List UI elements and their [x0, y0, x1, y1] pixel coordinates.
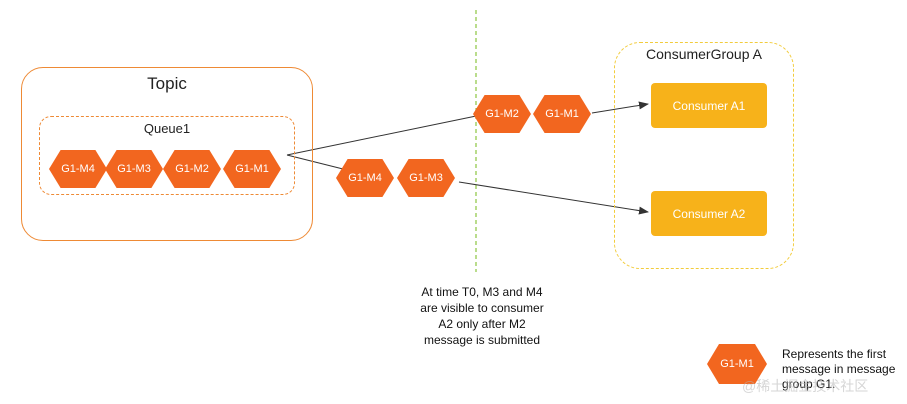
topic-container — [21, 67, 313, 241]
consumer-a1-box: Consumer A1 — [651, 83, 767, 128]
flight-message-g1-m4: G1-M4 — [336, 159, 394, 197]
visibility-note: At time T0, M3 and M4 are visible to con… — [420, 285, 544, 347]
flight-message-g1-m3: G1-M3 — [397, 159, 455, 197]
queue-to-a2-arrow — [286, 154, 348, 171]
queue-to-a1-arrow — [286, 114, 482, 156]
queue-message-g1-m4: G1-M4 — [49, 150, 107, 188]
flight-message-g1-m2: G1-M2 — [473, 95, 531, 133]
topic-title: Topic — [147, 74, 187, 93]
queue-message-g1-m3: G1-M3 — [105, 150, 163, 188]
to-consumer-a1-arrow — [591, 101, 649, 114]
legend-text: Represents the first message in message … — [782, 347, 896, 391]
queue-message-g1-m2: G1-M2 — [163, 150, 221, 188]
queue-container — [39, 116, 295, 195]
queue-message-g1-m1: G1-M1 — [223, 150, 281, 188]
consumer-group-title: ConsumerGroup A — [646, 46, 762, 62]
consumer-group-container — [614, 42, 794, 269]
watermark: @稀土掘金技术社区 — [742, 378, 869, 394]
queue-title: Queue1 — [143, 121, 191, 136]
flight-message-g1-m1: G1-M1 — [533, 95, 591, 133]
legend-hex: G1-M1 — [707, 344, 767, 384]
consumer-a2-box: Consumer A2 — [651, 191, 767, 236]
to-consumer-a2-arrow — [458, 181, 649, 215]
